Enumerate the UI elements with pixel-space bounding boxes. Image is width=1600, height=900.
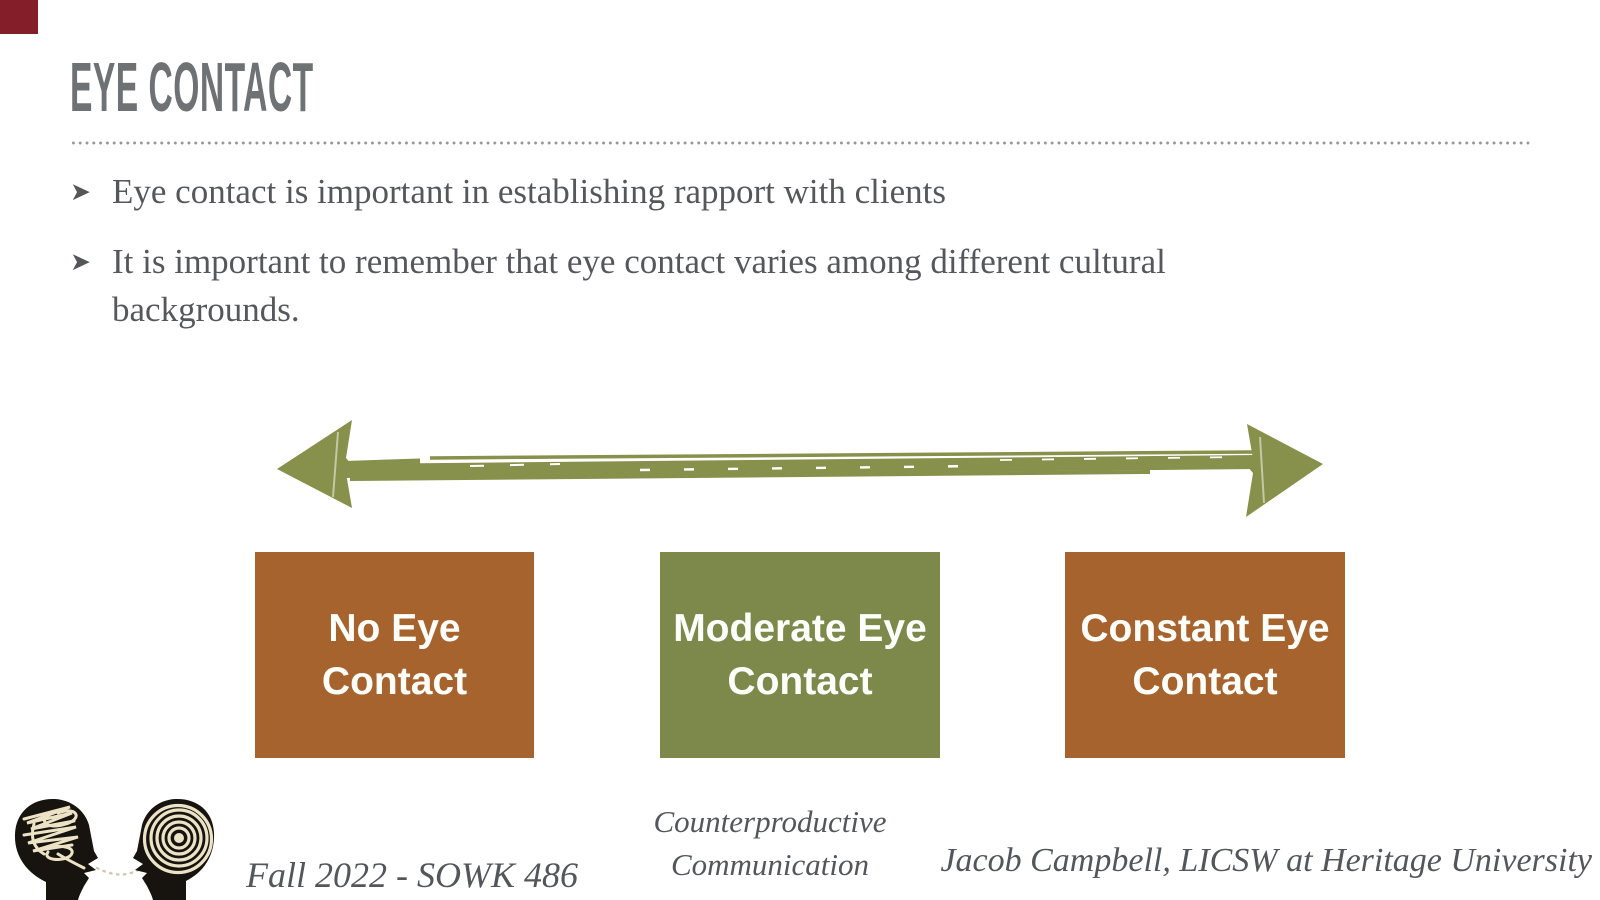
footer-course-label: Fall 2022 - SOWK 486 [246, 855, 578, 895]
two-heads-communication-icon [14, 798, 215, 900]
bullet-item: ➤ Eye contact is important in establishi… [70, 168, 1370, 216]
box-label-line: Contact [727, 660, 873, 703]
dotted-divider [70, 141, 1532, 145]
moderate-eye-contact-box: Moderate Eye Contact [660, 552, 940, 758]
footer-lecture-title: Counterproductive Communication [620, 800, 920, 886]
bullet-text: It is important to remember that eye con… [112, 242, 1166, 329]
bullet-item: ➤ It is important to remember that eye c… [70, 238, 1370, 334]
constant-eye-contact-box: Constant Eye Contact [1065, 552, 1345, 758]
bullet-list: ➤ Eye contact is important in establishi… [70, 168, 1370, 356]
arrowhead-bullet-icon: ➤ [70, 247, 91, 276]
no-eye-contact-box: No Eye Contact [255, 552, 534, 758]
box-label-line: Constant Eye [1080, 607, 1330, 650]
box-label-line: Moderate Eye [673, 607, 927, 650]
footer-author-label: Jacob Campbell, LICSW at Heritage Univer… [940, 842, 1592, 879]
arrowhead-bullet-icon: ➤ [70, 177, 91, 206]
corner-accent-block [0, 0, 38, 34]
footer-lecture-title-line: Counterproductive [653, 804, 887, 839]
box-label-line: No Eye [328, 607, 461, 650]
box-label-line: Contact [1132, 660, 1278, 703]
bullet-text: Eye contact is important in establishing… [112, 172, 946, 211]
footer-lecture-title-line: Communication [670, 847, 870, 882]
box-label-line: Contact [321, 660, 468, 703]
page-title: EYE CONTACT [70, 48, 314, 126]
